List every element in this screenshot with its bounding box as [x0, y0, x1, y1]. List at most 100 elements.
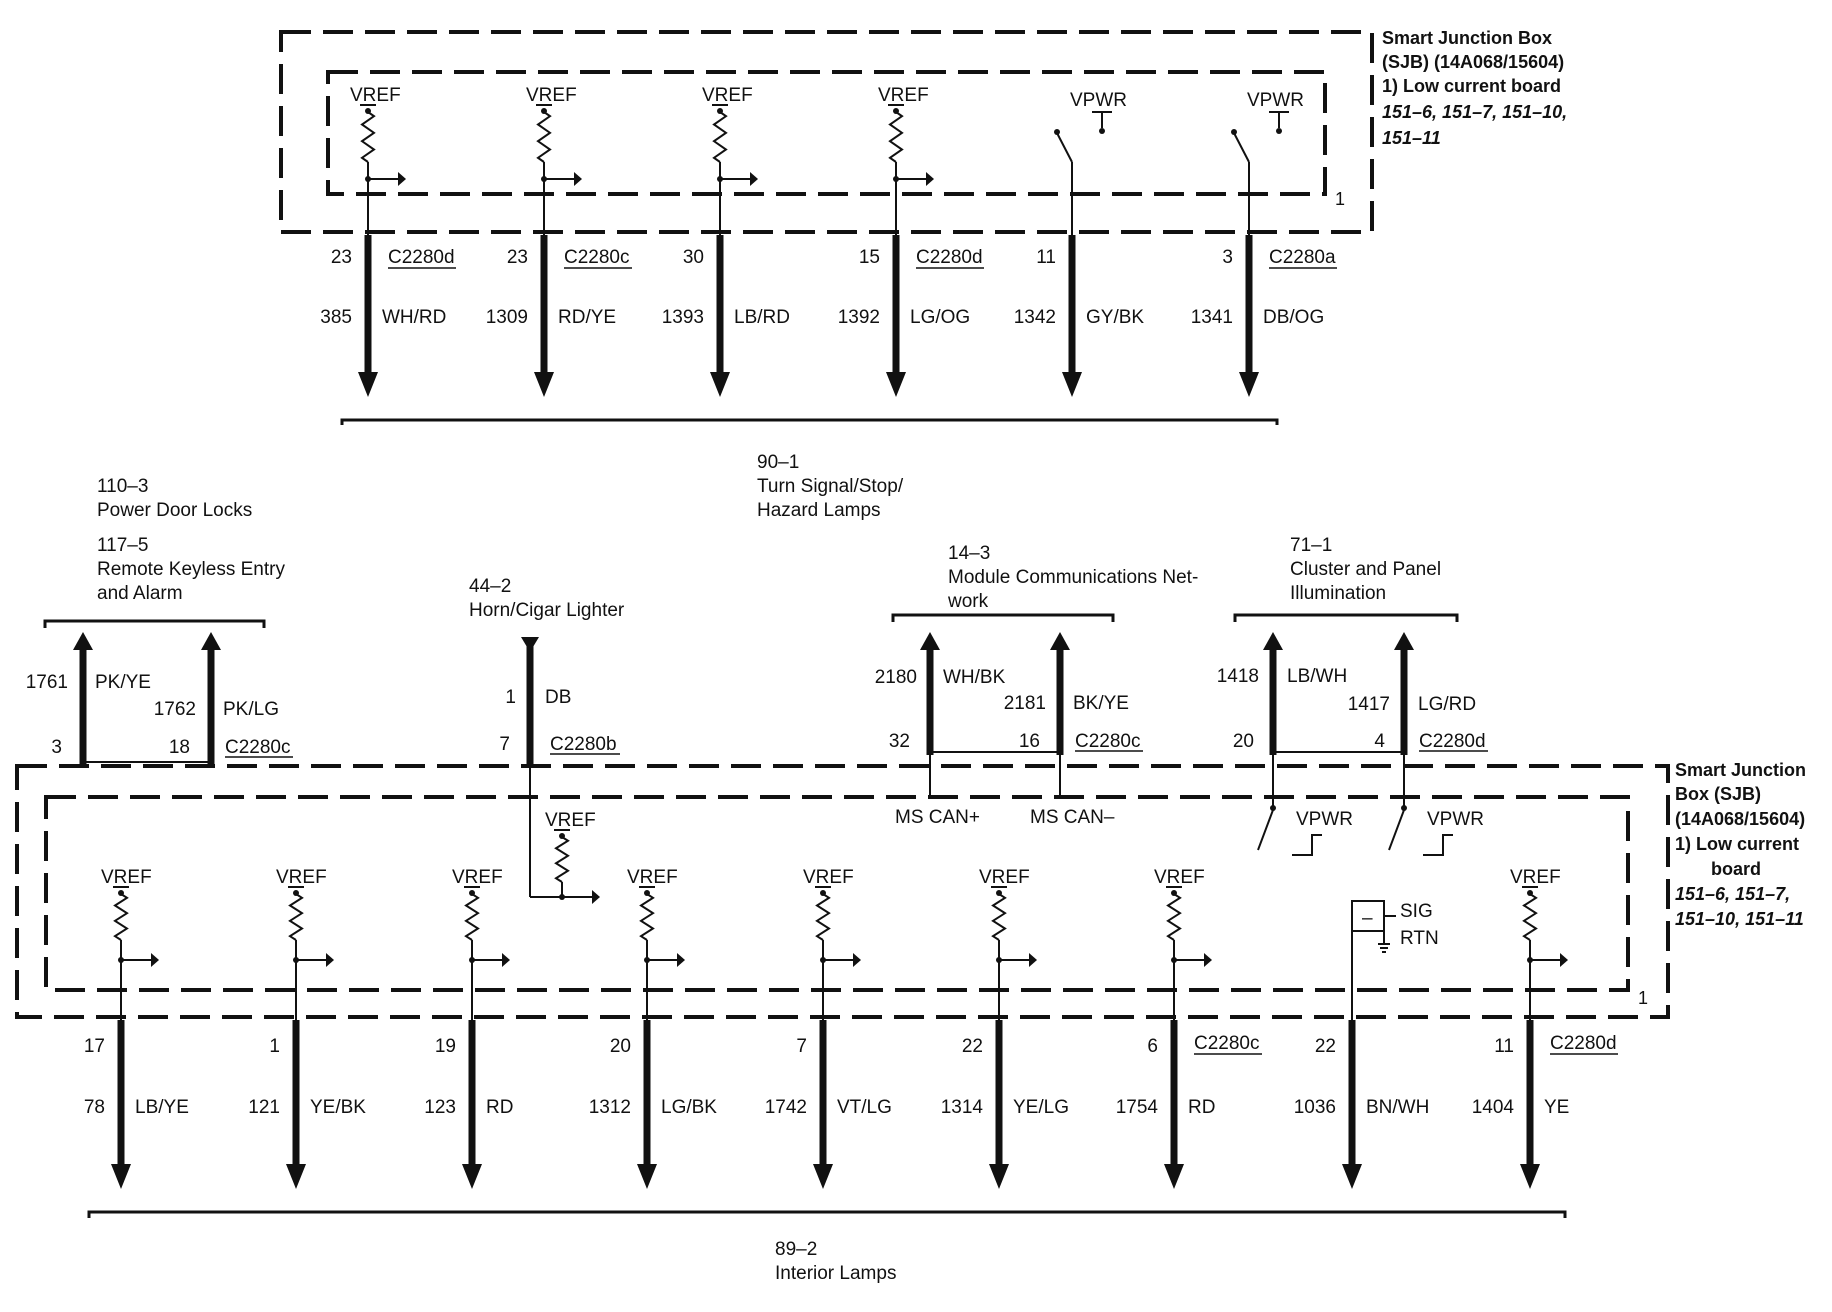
- top-vpwr-node-1342: [1099, 128, 1105, 134]
- top-source-1393: VREF: [702, 85, 753, 106]
- top-sjb-title-3: 1) Low current board: [1382, 76, 1561, 96]
- cluster-switch-1-pivot: [1270, 805, 1276, 811]
- bottom-sjb-box-number: 1: [1638, 988, 1648, 1008]
- bottom-pin-121: 1: [269, 1036, 280, 1057]
- cluster-name-2: Illumination: [1290, 583, 1386, 604]
- horn-name: Horn/Cigar Lighter: [469, 600, 625, 621]
- bottom-color-1312: LG/BK: [661, 1097, 717, 1118]
- sensor-sig: SIG: [1400, 901, 1433, 922]
- bottom-wire-arrow-1742: [813, 1164, 833, 1189]
- bottom-color-1404: YE: [1544, 1097, 1569, 1118]
- bottom-wire-arrow-1036: [1342, 1164, 1362, 1189]
- bottom-wire-arrow-78: [111, 1164, 131, 1189]
- bottom-pin-1754: 6: [1147, 1036, 1158, 1057]
- horn-pin: 7: [499, 734, 510, 755]
- top-color-1393: LB/RD: [734, 307, 790, 328]
- bottom-resistor-1754: [1166, 893, 1182, 941]
- bottom-pin-78: 17: [84, 1036, 105, 1057]
- cluster-switch-1-blade: [1257, 809, 1274, 851]
- top-circuit-num-1341: 1341: [1191, 307, 1233, 328]
- bottom-tap-1314-arrow: [1029, 953, 1037, 967]
- can-name-2: work: [947, 591, 989, 612]
- horn-resistor: [554, 836, 570, 883]
- top-resistor-1309: [536, 111, 552, 163]
- door-connector: C2280c: [225, 737, 291, 758]
- top-sjb-ref-1: 151–6, 151–7, 151–10,: [1382, 102, 1567, 122]
- cluster-circuit-1417: 1417: [1348, 694, 1390, 715]
- bottom-connector-1754: C2280c: [1194, 1033, 1260, 1054]
- top-pin-1392: 15: [859, 247, 880, 268]
- bottom-color-121: YE/BK: [310, 1097, 366, 1118]
- can-name-1: Module Communications Net-: [948, 567, 1198, 588]
- top-switch-pivot-1341: [1231, 129, 1237, 135]
- top-connector-1392: C2280d: [916, 247, 983, 268]
- top-color-1341: DB/OG: [1263, 307, 1324, 328]
- top-wire-arrow-1341: [1239, 372, 1259, 397]
- bottom-resistor-1404: [1522, 893, 1538, 941]
- top-circuit-num-1309: 1309: [486, 307, 528, 328]
- bottom-sjb-group: 1 Smart Junction Box (SJB) (14A068/15604…: [15, 760, 1806, 1284]
- top-wire-arrow-1309: [534, 372, 554, 397]
- top-resistor-1392: [888, 111, 904, 163]
- can-color-2180: WH/BK: [943, 667, 1006, 688]
- top-pin-385: 23: [331, 247, 352, 268]
- bottom-pin-1314: 22: [962, 1036, 983, 1057]
- top-source-385: VREF: [350, 85, 401, 106]
- top-source-1342: VPWR: [1070, 90, 1127, 111]
- bottom-circuit-num-78: 78: [84, 1097, 105, 1118]
- horn-tap-arrow: [592, 890, 600, 904]
- bottom-sjb-title-1: Smart Junction: [1675, 760, 1806, 780]
- door-wire-1761-arrow: [73, 632, 93, 650]
- top-color-1342: GY/BK: [1086, 307, 1144, 328]
- bottom-color-1314: YE/LG: [1013, 1097, 1069, 1118]
- bottom-color-1754: RD: [1188, 1097, 1215, 1118]
- bottom-tap-78-arrow: [151, 953, 159, 967]
- sensor-minus: –: [1362, 908, 1373, 929]
- cluster-wire-1417-arrow: [1394, 632, 1414, 650]
- top-tap-1393-arrow: [750, 172, 758, 186]
- top-source-1341: VPWR: [1247, 90, 1304, 111]
- door-lock-group: 110–3 Power Door Locks 117–5 Remote Keyl…: [26, 476, 293, 765]
- bottom-source-1314: VREF: [979, 867, 1030, 888]
- cluster-color-1418: LB/WH: [1287, 666, 1347, 687]
- door-color-1761: PK/YE: [95, 672, 151, 693]
- can-circuit-2181: 2181: [1004, 693, 1046, 714]
- top-source-1392: VREF: [878, 85, 929, 106]
- bottom-source-1404: VREF: [1510, 867, 1561, 888]
- top-tap-1392-arrow: [926, 172, 934, 186]
- top-destination-ref: 90–1: [757, 452, 799, 473]
- bottom-source-121: VREF: [276, 867, 327, 888]
- top-circuit-num-1342: 1342: [1014, 307, 1056, 328]
- door-name-2-line2: and Alarm: [97, 583, 183, 604]
- can-bracket: [891, 613, 1115, 622]
- bottom-destination-ref: 89–2: [775, 1239, 817, 1260]
- top-vpwr-node-1341: [1276, 128, 1282, 134]
- door-color-1762: PK/LG: [223, 699, 279, 720]
- top-wire-arrow-385: [358, 372, 378, 397]
- bottom-circuit-num-1404: 1404: [1472, 1097, 1515, 1118]
- top-sjb-group: 1 Smart Junction Box (SJB) (14A068/15604…: [279, 28, 1567, 521]
- can-wire-2180-arrow: [920, 632, 940, 650]
- bottom-pin-123: 19: [435, 1036, 456, 1057]
- ms-can-plus: MS CAN+: [895, 807, 980, 828]
- bottom-circuit-num-121: 121: [248, 1097, 280, 1118]
- cluster-group: 71–1 Cluster and Panel Illumination 1418…: [1217, 535, 1488, 856]
- cluster-pin-20: 20: [1233, 731, 1254, 752]
- sensor-rtn: RTN: [1400, 928, 1439, 949]
- can-connector: C2280c: [1075, 731, 1141, 752]
- bottom-pin-1404: 11: [1494, 1036, 1514, 1057]
- cluster-switch-2-blade: [1388, 809, 1405, 851]
- top-color-1309: RD/YE: [558, 307, 616, 328]
- can-circuit-2180: 2180: [875, 667, 917, 688]
- bottom-circuit-num-1312: 1312: [589, 1097, 631, 1118]
- bottom-tap-1404-arrow: [1560, 953, 1568, 967]
- can-color-2181: BK/YE: [1073, 693, 1129, 714]
- bottom-sjb-title-5: board: [1711, 859, 1761, 879]
- cluster-switch-2-pivot: [1401, 805, 1407, 811]
- bottom-connector-1404: C2280d: [1550, 1033, 1617, 1054]
